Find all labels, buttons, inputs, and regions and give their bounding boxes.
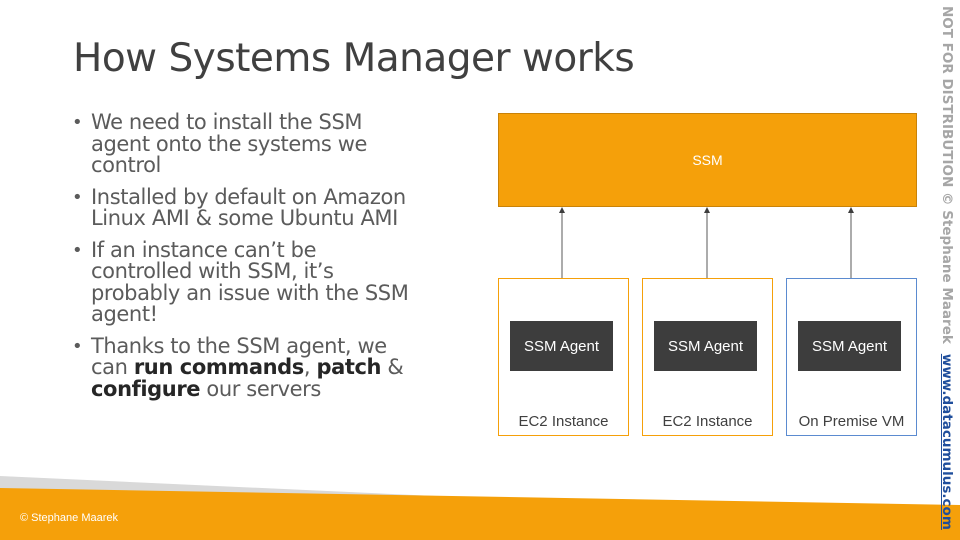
bullet-emphasis: run commands [133, 355, 304, 379]
bullet-emphasis: configure [91, 376, 201, 401]
bullet-dot-icon: • [72, 186, 83, 208]
bullet-item: • If an instance can’t be controlled with… [72, 237, 417, 326]
bullet-text: If an instance can’t be controlled with … [91, 237, 409, 326]
bullet-dot-icon: • [72, 112, 83, 133]
bullet-dot-icon: • [72, 335, 83, 357]
bullet-text: Thanks to the SSM agent, we can [91, 333, 387, 379]
distribution-notice: NOT FOR DISTRIBUTION © Stephane Maarek [939, 6, 955, 344]
bullet-item: • Installed by default on Amazon Linux AM… [72, 184, 417, 230]
slide-title: How Systems Manager works [73, 36, 635, 81]
bullet-text: & [381, 355, 404, 379]
bullet-list: • We need to install the SSM agent onto t… [72, 110, 417, 410]
side-notice: NOT FOR DISTRIBUTION © Stephane Maarek ww… [933, 6, 955, 530]
bullet-text: Installed by default on Amazon Linux AMI… [91, 184, 406, 230]
bullet-item: • Thanks to the SSM agent, we can run com… [72, 333, 417, 401]
website-link[interactable]: www.datacumulus.com [939, 353, 955, 530]
bullet-emphasis: patch [316, 355, 382, 379]
footer-copyright: © Stephane Maarek [20, 512, 118, 524]
bullet-text: our servers [200, 376, 321, 401]
bullet-text: We need to install the SSM agent onto th… [91, 110, 368, 177]
bullet-item: • We need to install the SSM agent onto t… [72, 110, 417, 177]
bullet-text: , [303, 355, 317, 379]
bullet-dot-icon: • [72, 239, 83, 261]
